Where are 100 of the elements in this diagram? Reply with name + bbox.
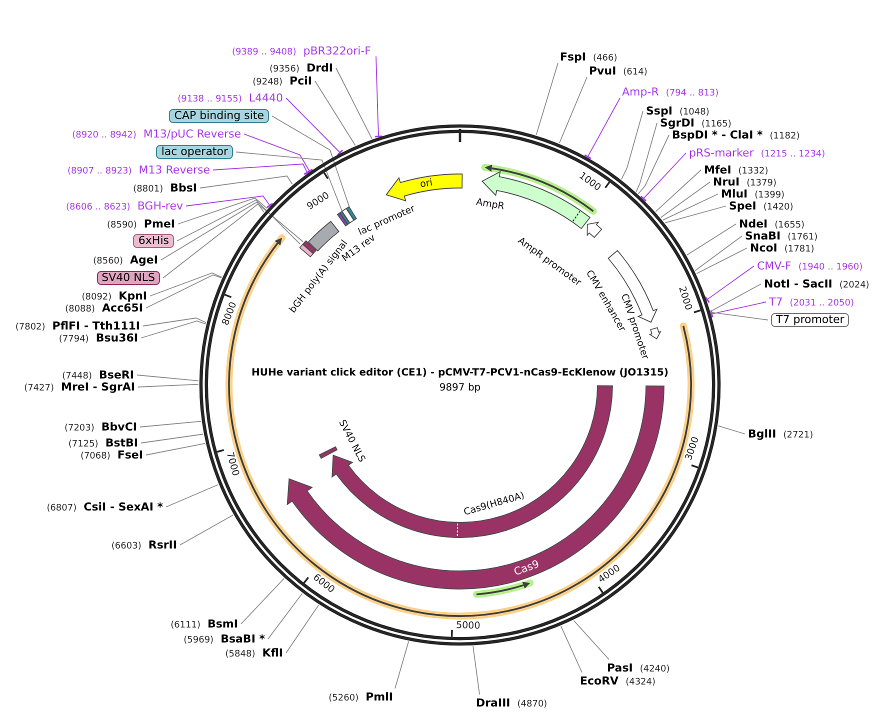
enzyme-name: BglII <box>748 428 776 440</box>
enzyme-name: KflI <box>262 646 283 660</box>
site-position: (614) <box>623 68 648 78</box>
site-position: (1165) <box>701 120 732 130</box>
enzyme-name: MfeI <box>704 164 732 176</box>
leader-line <box>655 170 702 212</box>
site-position: (4870) <box>517 700 548 710</box>
site-position: (7448) <box>62 372 92 382</box>
enzyme-name: NdeI <box>739 218 768 230</box>
enzyme-name: PciI <box>290 74 312 88</box>
leader-line <box>584 98 620 160</box>
feature-label: AmpR <box>475 196 506 212</box>
feature-block <box>346 206 357 220</box>
enzyme-name: SpeI <box>729 200 756 212</box>
primer-position: (794 .. 813) <box>666 88 719 98</box>
site-position: (8590) <box>106 220 137 230</box>
site-position: (5848) <box>225 650 256 660</box>
leader-line <box>150 272 222 296</box>
feature-tag: CAP binding site <box>169 109 269 123</box>
leader-line <box>286 98 344 156</box>
site-position: (7068) <box>80 452 110 462</box>
feature-tag: T7 promoter <box>771 313 850 327</box>
site-position: (9248) <box>252 78 283 88</box>
site-position: (8560) <box>93 256 124 266</box>
site-position: (1655) <box>774 220 805 230</box>
leader-line <box>638 134 670 194</box>
tick-label: 3000 <box>683 435 702 462</box>
leader-line <box>696 248 748 274</box>
leader-line <box>140 420 202 428</box>
leader-line <box>186 196 274 208</box>
primer-name: M13/pUC Reverse <box>143 128 241 140</box>
tick-label: 7000 <box>224 451 241 478</box>
leader-line <box>662 194 718 220</box>
primer-position: (8606 .. 8623) <box>66 202 130 212</box>
site-position: (5969) <box>184 636 214 646</box>
primer-position: (9389 .. 9408) <box>232 48 296 58</box>
site-position: (1332) <box>738 166 768 176</box>
leader-line <box>272 116 350 208</box>
enzyme-name: PflFI - Tth111I <box>52 320 140 332</box>
site-position: (7794) <box>58 334 89 344</box>
feature-tag: lac operator <box>156 145 233 159</box>
leader-line <box>268 593 303 640</box>
leader-line <box>560 626 582 673</box>
enzyme-name: BbsI <box>170 182 197 194</box>
site-position: (7802) <box>15 322 46 332</box>
site-position: (7203) <box>64 424 94 434</box>
feature-tag: 6xHis <box>133 234 174 248</box>
leader-line <box>710 302 766 318</box>
primer-name: Amp-R <box>622 86 659 98</box>
feature-tag: SV40 NLS <box>96 271 160 285</box>
enzyme-name: NruI <box>713 176 740 188</box>
enzyme-name: RsrII <box>148 538 177 552</box>
site-position: (1781) <box>784 244 814 254</box>
leader-line <box>664 206 726 224</box>
enzyme-name: SnaBI <box>745 230 781 242</box>
site-position: (1048) <box>679 108 710 118</box>
enzyme-name: KpnI <box>118 290 147 302</box>
site-position: (466) <box>593 54 618 64</box>
leader-line <box>236 152 343 212</box>
enzyme-name: Acc65I <box>102 302 143 314</box>
primer-position: (9138 .. 9155) <box>178 94 242 104</box>
primer-name: BGH-rev <box>137 200 183 212</box>
enzyme-name: BsaBI * <box>220 632 265 646</box>
site-position: (7125) <box>68 440 98 450</box>
enzyme-name: BseRI <box>99 368 134 382</box>
leader-line <box>694 236 742 272</box>
enzyme-name: MreI - SgrAI <box>61 380 135 394</box>
leader-line <box>472 646 480 695</box>
feature-label: ori <box>419 177 434 190</box>
tick-label: 8000 <box>220 300 240 327</box>
leader-line <box>240 578 284 624</box>
leader-line <box>160 201 264 260</box>
enzyme-name: SgrDI <box>660 116 694 130</box>
leader-line <box>374 56 383 138</box>
leader-line <box>710 312 768 320</box>
primer-name: pRS-marker <box>689 146 754 160</box>
site-position: (8092) <box>82 292 112 302</box>
tick-label: 2000 <box>676 285 694 312</box>
enzyme-name: Bsu36I <box>96 332 138 344</box>
site-position: (4240) <box>640 664 670 674</box>
site-position: (6807) <box>46 504 77 514</box>
leader-line <box>286 604 320 654</box>
leader-line <box>136 374 199 382</box>
primer-name: M13 Reverse <box>138 164 210 176</box>
leader-line <box>640 152 686 202</box>
enzyme-name: BsmI <box>208 618 238 630</box>
site-position: (1420) <box>763 202 794 212</box>
leader-line <box>146 442 206 456</box>
leader-line <box>166 484 219 508</box>
leader-line <box>138 384 199 388</box>
site-position: (2721) <box>783 430 814 440</box>
leader-line <box>142 318 206 326</box>
primer-position: (1940 .. 1960) <box>798 262 863 272</box>
primer-name: CMV-F <box>757 260 792 272</box>
leader-line <box>140 320 206 338</box>
leader-line <box>162 203 304 278</box>
site-position: (1399) <box>754 190 785 200</box>
leader-line <box>620 110 644 180</box>
primer-position: (1215 .. 1234) <box>760 150 826 160</box>
feature-label: SV40 NLS <box>336 418 368 464</box>
